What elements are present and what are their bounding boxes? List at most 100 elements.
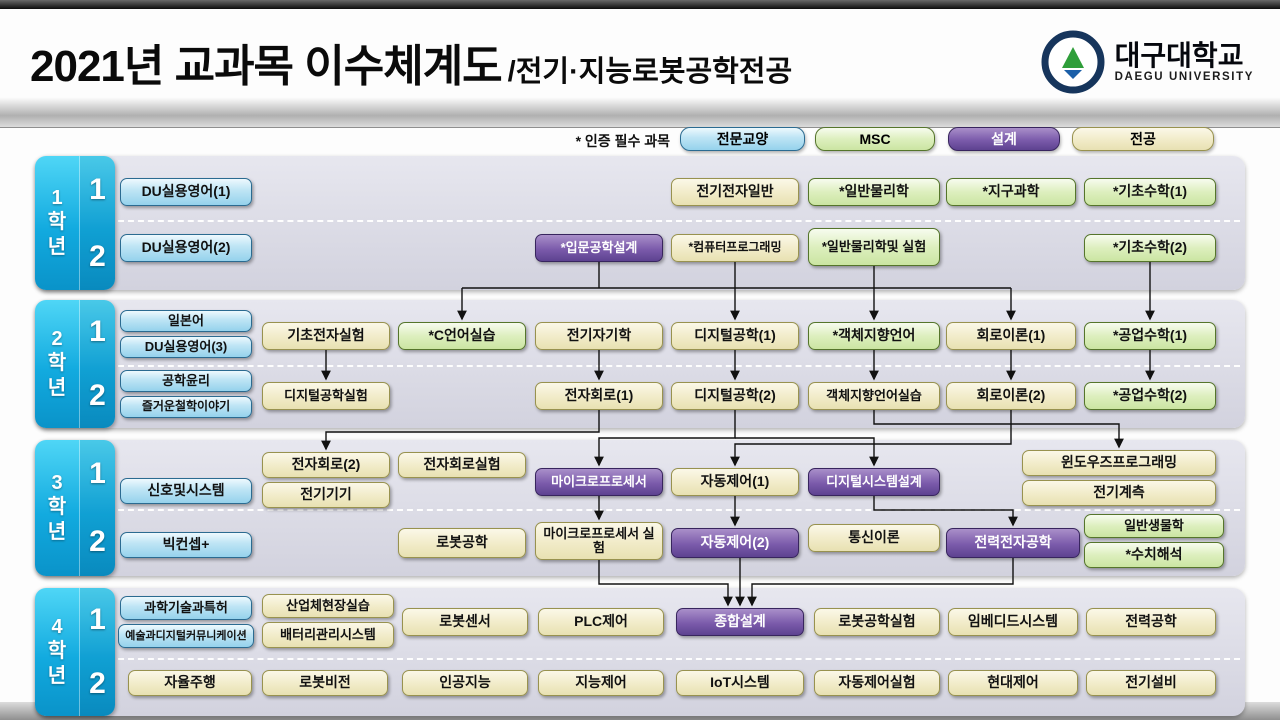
course-box: 로봇센서 [402, 608, 528, 636]
course-box: 디지털시스템설계 [808, 468, 940, 496]
course-box: 일반생물학 [1084, 514, 1224, 538]
course-box: 로봇비전 [262, 670, 388, 696]
course-box: 통신이론 [808, 524, 940, 552]
course-box: *공업수학(2) [1084, 382, 1216, 410]
course-box: 전기설비 [1086, 670, 1216, 696]
year-3-semesters: 1 2 [80, 440, 115, 576]
course-box: *C언어실습 [398, 322, 526, 350]
course-box: 디지털공학(2) [671, 382, 799, 410]
year-2-semesters: 1 2 [80, 300, 115, 428]
course-box: 회로이론(1) [946, 322, 1076, 350]
course-box: 배터리관리시스템 [262, 622, 394, 648]
semester-divider [118, 509, 1240, 511]
semester-number: 2 [89, 239, 106, 273]
semester-divider [118, 658, 1240, 660]
title-subtitle: /전기·지능로봇공학전공 [507, 56, 793, 88]
course-box: 로봇공학 [398, 528, 526, 558]
course-box: 기초전자실험 [262, 322, 390, 350]
year-1-panel [35, 156, 1245, 290]
legend-msc: MSC [815, 127, 935, 151]
course-box: 임베디드시스템 [948, 608, 1078, 636]
course-box: 인공지능 [402, 670, 528, 696]
course-box: 윈도우즈프로그래밍 [1022, 450, 1216, 476]
course-box: 지능제어 [538, 670, 664, 696]
legend-design: 설계 [948, 127, 1060, 151]
course-box: 일본어 [120, 310, 252, 332]
semester-divider [118, 365, 1240, 367]
university-name-kr: 대구대학교 [1114, 40, 1244, 72]
course-box: PLC제어 [538, 608, 664, 636]
course-box: *기초수학(2) [1084, 234, 1216, 262]
page-title: 2021년 교과목 이수체계도 /전기·지능로봇공학전공 [30, 30, 792, 94]
course-box: 전기계측 [1022, 480, 1216, 506]
course-box: DU실용영어(3) [120, 336, 252, 358]
university-logo-icon [1041, 30, 1105, 94]
university-name: 대구대학교 DAEGU UNIVERSITY [1114, 40, 1254, 83]
course-box: 예술과디지털커뮤니케이션 [118, 624, 254, 648]
course-box: 자동제어실험 [814, 670, 940, 696]
course-box: 자동제어(1) [671, 468, 799, 496]
course-box: 현대제어 [948, 670, 1078, 696]
semester-number: 1 [89, 172, 106, 206]
semester-divider [118, 220, 1240, 222]
course-box: 자동제어(2) [671, 528, 799, 558]
course-box: 과학기술과특허 [120, 596, 252, 620]
course-box: 전기기기 [262, 482, 390, 508]
course-box: *수치해석 [1084, 542, 1224, 568]
course-box: *기초수학(1) [1084, 178, 1216, 206]
certification-note: * 인증 필수 과목 [575, 133, 670, 149]
semester-number: 2 [89, 379, 106, 412]
course-box: 산업체현장실습 [262, 594, 394, 618]
university-logo-block: 대구대학교 DAEGU UNIVERSITY [1041, 30, 1254, 94]
course-box: 디지털공학실험 [262, 382, 390, 410]
legend-general-education: 전문교양 [680, 127, 805, 151]
course-box: 즐거운철학이야기 [120, 396, 252, 418]
course-box: *공업수학(1) [1084, 322, 1216, 350]
course-box: IoT시스템 [676, 670, 804, 696]
course-box: 빅컨셉+ [120, 532, 252, 558]
course-box: 전기자기학 [535, 322, 663, 350]
course-box: 종합설계 [676, 608, 804, 636]
course-box: 전력공학 [1086, 608, 1216, 636]
legend-major: 전공 [1072, 127, 1214, 151]
semester-number: 2 [89, 525, 106, 558]
course-box: 디지털공학(1) [671, 322, 799, 350]
course-box: 마이크로프로세서 실험 [535, 522, 663, 560]
course-box: 자율주행 [128, 670, 252, 696]
course-box: 회로이론(2) [946, 382, 1076, 410]
course-box: *일반물리학및 실험 [808, 228, 940, 266]
top-border-strip [0, 0, 1280, 9]
course-box: *컴퓨터프로그래밍 [671, 234, 799, 262]
course-box: *객체지향언어 [808, 322, 940, 350]
year-4-semesters: 1 2 [80, 588, 115, 716]
semester-number: 1 [89, 603, 106, 636]
course-box: 로봇공학실험 [814, 608, 940, 636]
course-box: 신호및시스템 [120, 478, 252, 504]
course-box: 전자회로실험 [398, 452, 526, 478]
semester-number: 2 [89, 667, 106, 700]
course-box: 마이크로프로세서 [535, 468, 663, 496]
course-box: 전력전자공학 [946, 528, 1080, 558]
course-box: 전기전자일반 [671, 178, 799, 206]
course-box: 공학윤리 [120, 370, 252, 392]
course-box: DU실용영어(2) [120, 234, 252, 262]
semester-number: 1 [89, 315, 106, 348]
course-box: *일반물리학 [808, 178, 940, 206]
course-box: 전자회로(2) [262, 452, 390, 478]
course-box: *입문공학설계 [535, 234, 663, 262]
title-main: 2021년 교과목 이수체계도 [30, 42, 503, 91]
course-box: *지구과학 [946, 178, 1076, 206]
course-box: 객체지향언어실습 [808, 382, 940, 410]
course-box: DU실용영어(1) [120, 178, 252, 206]
year-1-semesters: 1 2 [80, 156, 115, 290]
header-separator-band [0, 97, 1280, 128]
